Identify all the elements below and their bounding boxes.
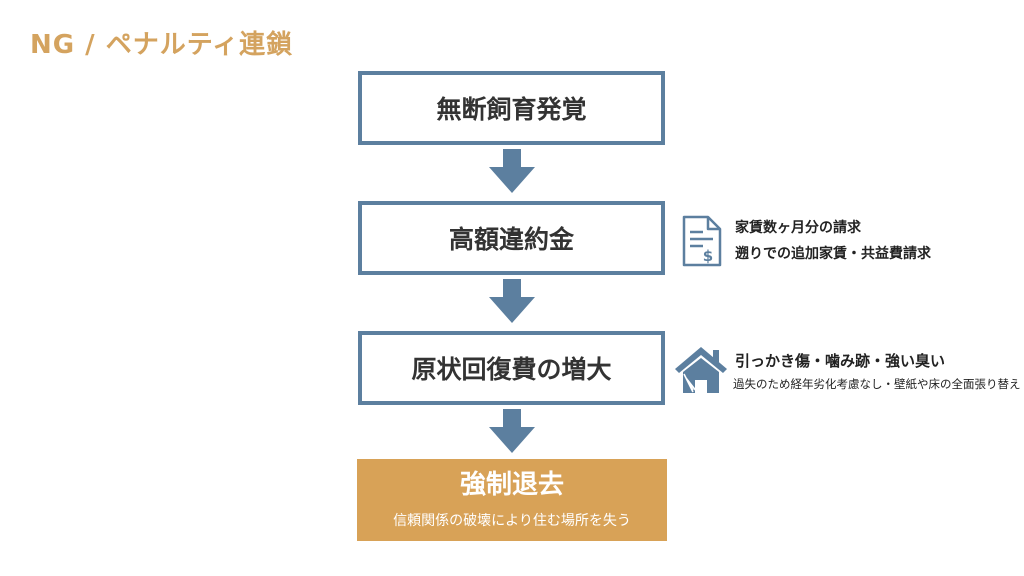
penalty-note-line: 家賃数ヶ月分の請求 (735, 220, 861, 236)
final-step-eviction: 強制退去 信頼関係の破壊により住む場所を失う (357, 459, 667, 541)
step-label: 無断飼育発覚 (436, 95, 587, 124)
penalty-note-line: 遡りでの追加家賃・共益費請求 (735, 246, 931, 262)
svg-text:$: $ (703, 247, 713, 265)
step-label: 原状回復費の増大 (411, 355, 612, 384)
restoration-note-detail: 過失のため経年劣化考慮なし・壁紙や床の全面張り替え (733, 377, 1021, 391)
down-arrow-icon (489, 149, 535, 193)
step-label: 高額違約金 (448, 225, 574, 254)
down-arrow-icon (489, 279, 535, 323)
invoice-icon: $ (682, 215, 722, 267)
final-step-sublabel: 信頼関係の破壊により住む場所を失う (393, 512, 631, 529)
step-box-discovery: 無断飼育発覚 (358, 71, 665, 145)
page-title: NG / ペナルティ連鎖 (30, 30, 294, 60)
final-step-label: 強制退去 (459, 470, 564, 501)
step-box-penalty: 高額違約金 (358, 201, 665, 275)
down-arrow-icon (489, 409, 535, 453)
restoration-note-line: 引っかき傷・噛み跡・強い臭い (735, 352, 946, 370)
house-icon (675, 347, 727, 393)
step-box-restoration: 原状回復費の増大 (358, 331, 665, 405)
